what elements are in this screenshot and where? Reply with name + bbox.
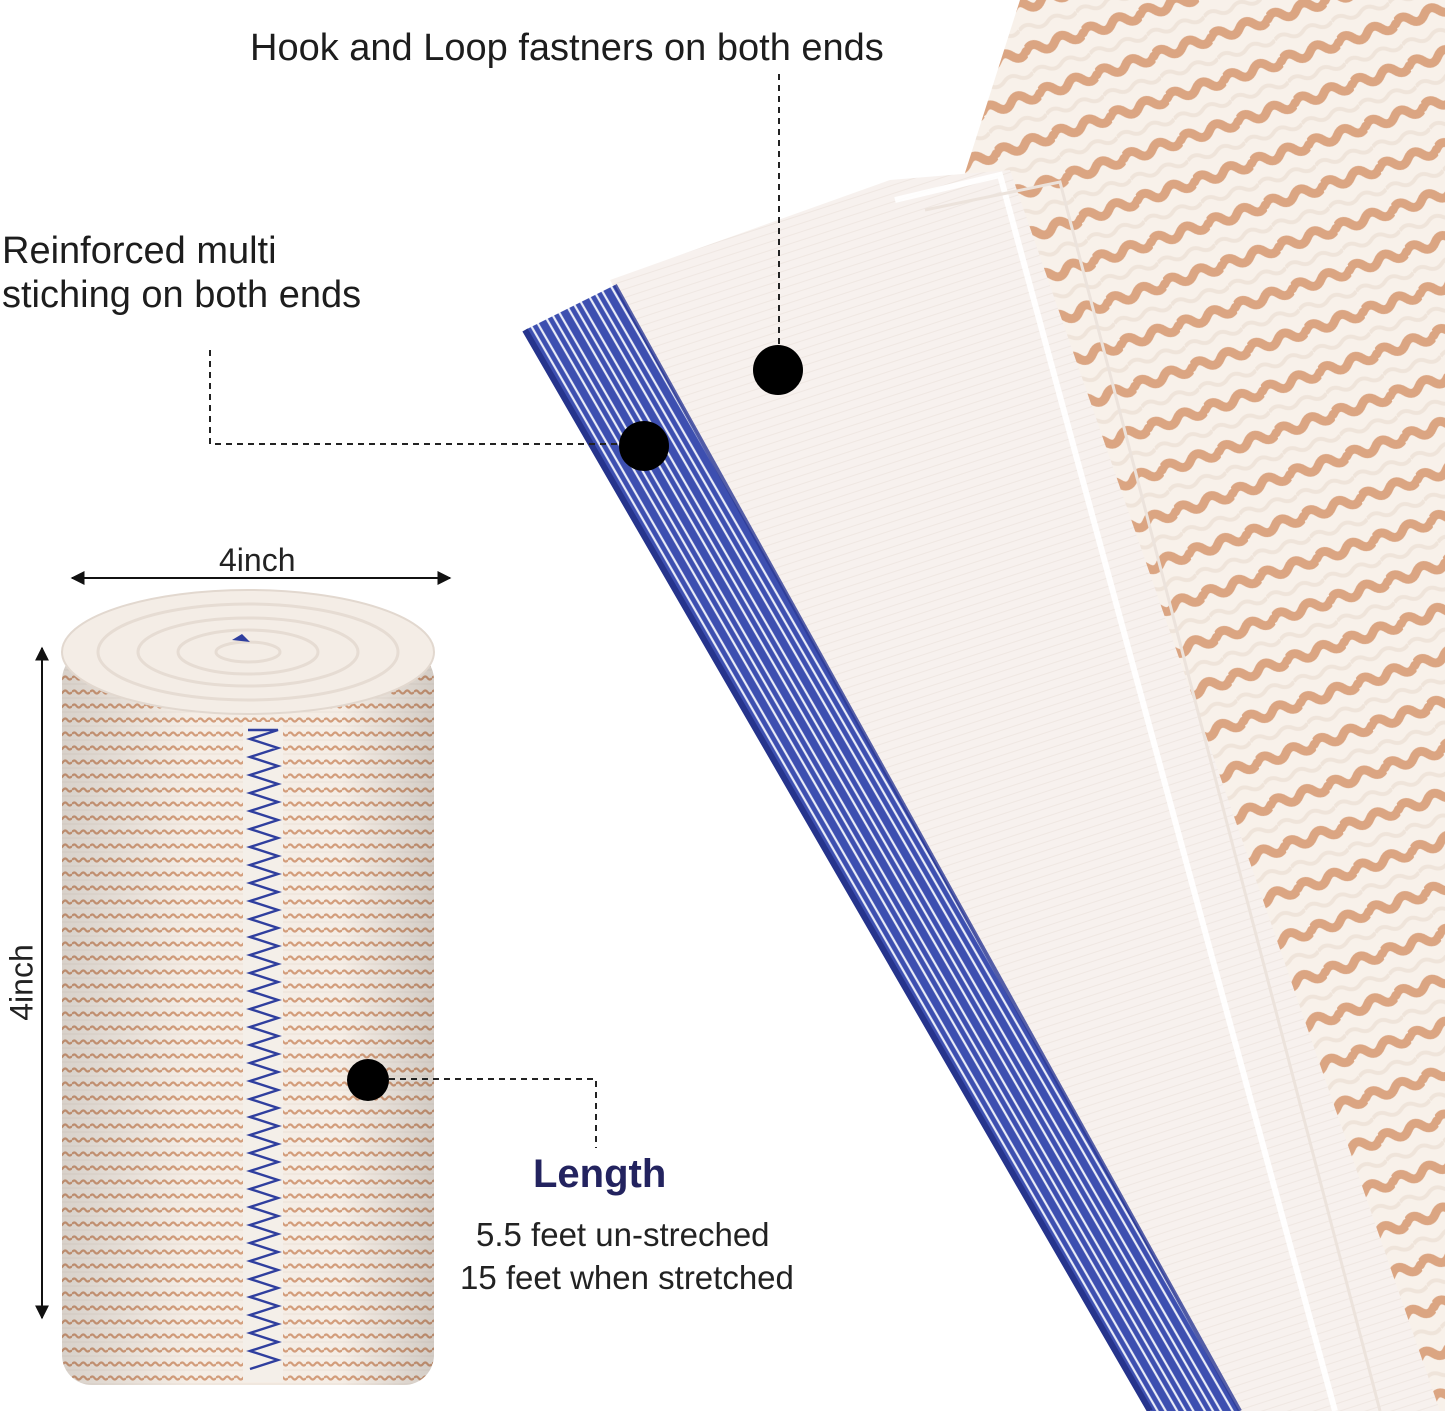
roll-stitch-line xyxy=(246,728,282,1371)
stitching-leader-line xyxy=(209,350,640,445)
hook-loop-marker-dot xyxy=(753,345,803,395)
length-stretched: 15 feet when stretched xyxy=(460,1259,794,1296)
height-dimension-label: 4inch xyxy=(3,944,40,1021)
stitching-callout-line1: Reinforced multi xyxy=(2,230,277,272)
width-dimension-label: 4inch xyxy=(219,542,296,578)
fabric-closeup-image xyxy=(522,0,1445,1411)
length-leader-line xyxy=(378,1078,597,1148)
stitching-callout-line2: stiching on both ends xyxy=(2,274,362,316)
stitching-marker-dot xyxy=(619,421,669,471)
bandage-roll-image xyxy=(61,589,435,1385)
length-marker-dot xyxy=(347,1059,389,1101)
length-unstretched: 5.5 feet un-streched xyxy=(476,1216,770,1253)
length-title: Length xyxy=(533,1152,667,1196)
hook-loop-callout: Hook and Loop fastners on both ends xyxy=(250,27,884,69)
